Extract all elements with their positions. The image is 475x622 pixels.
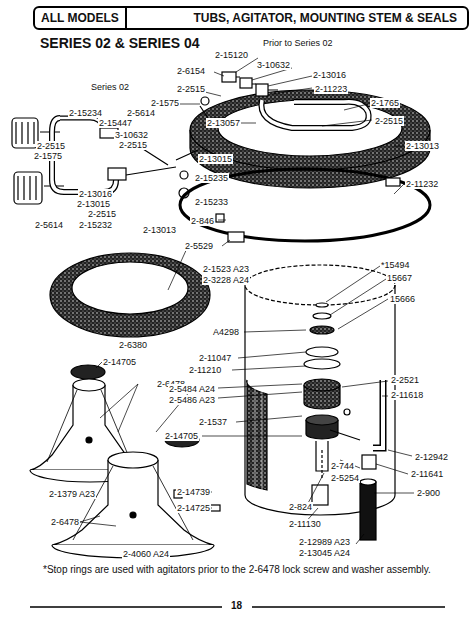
callout-number: A4298 — [212, 327, 240, 337]
callout-number: 2-900 — [416, 488, 441, 498]
callout-number: 2-12942 — [414, 452, 449, 462]
page-number: 18 — [227, 601, 246, 611]
callout-number: 2-13057 — [206, 118, 241, 128]
callout-number: 2-2521 — [390, 375, 420, 385]
callout-number: 2-15232 — [78, 220, 113, 230]
callout-number: 2-12989 A23 — [298, 537, 351, 547]
callout-number: 2-13016 — [78, 189, 113, 199]
callout-number: 2-2515 — [36, 141, 66, 151]
callout-number: 2-2515 — [87, 209, 117, 219]
callout-number: 2-15120 — [214, 50, 249, 60]
page-title: SERIES 02 & SERIES 04 — [40, 35, 200, 51]
callout-number: 2-13015 — [198, 154, 233, 164]
callout-number: 2-15447 — [98, 118, 133, 128]
callout-number: 2-11210 — [188, 365, 222, 375]
callout-number: 2-2515 — [118, 140, 148, 150]
callout-number: 2-14725 — [176, 503, 211, 513]
callout-number: 2-744 — [330, 461, 355, 471]
series-caption: Series 02 — [90, 82, 130, 92]
callout-number: 2-6154 — [176, 66, 206, 76]
callout-number: 2-14739 — [176, 487, 211, 497]
callout-number: 2-5529 — [184, 241, 214, 251]
callout-number: 2-1537 — [198, 417, 228, 427]
callout-number: 2-11047 — [198, 353, 232, 363]
callout-number: 2-3228 A24 — [202, 275, 250, 285]
callout-number: 2-14705 — [102, 357, 137, 367]
callout-number: 15666 — [389, 294, 416, 304]
callout-number: 2-5486 A23 — [168, 395, 216, 405]
callout-number: 2-13016 — [312, 70, 347, 80]
callout-number: 2-11223 — [314, 84, 348, 94]
callout-number: 2-11641 — [410, 469, 444, 479]
callout-number: 2-1379 A23 — [48, 489, 96, 499]
callout-number: 2-11618 — [390, 390, 424, 400]
header-title: TUBS, AGITATOR, MOUNTING STEM & SEALS — [127, 8, 467, 28]
callout-number: 3-10632 — [114, 130, 149, 140]
footnote: *Stop rings are used with agitators prio… — [42, 564, 434, 576]
callout-number: 2-11130 — [288, 519, 322, 529]
callout-number: 2-5614 — [126, 108, 156, 118]
callout-number: 3-10632 — [256, 60, 291, 70]
series-caption: Prior to Series 02 — [262, 38, 334, 48]
callout-number: 2-1575 — [150, 98, 180, 108]
header-tag: ALL MODELS — [35, 8, 127, 28]
callout-number: 2-2515 — [374, 116, 404, 126]
callout-number: 2-1575 — [33, 151, 63, 161]
callout-number: 2-15235 — [194, 173, 229, 183]
callout-number: 2-1765 — [370, 98, 400, 108]
callout-number: 2-5614 — [34, 220, 64, 230]
callout-number: 2-846 — [190, 216, 215, 226]
callout-number: 2-6380 — [118, 340, 148, 350]
callout-number: 2-13045 A24 — [298, 548, 351, 558]
callout-number: 2-14705 — [164, 431, 199, 441]
callout-number: 2-13013 — [142, 225, 177, 235]
callout-number: 2-824 — [288, 502, 313, 512]
callout-number: 2-6478 — [50, 517, 80, 527]
callout-number: *15494 — [380, 260, 411, 270]
callout-number: 15667 — [386, 273, 413, 283]
callout-number: 2-4060 A24 — [122, 549, 170, 559]
callout-number: 2-13013 — [405, 141, 440, 151]
callout-number: 2-13015 — [76, 199, 111, 209]
callout-number: 2-15234 — [68, 108, 103, 118]
callout-number: 2-5484 A24 — [168, 384, 216, 394]
callout-number: 2-15233 — [194, 197, 229, 207]
callout-number: 2-11232 — [405, 179, 439, 189]
callout-number: 2-1523 A23 — [202, 264, 250, 274]
header-box: ALL MODELSTUBS, AGITATOR, MOUNTING STEM … — [33, 6, 469, 30]
callout-number: 2-2515 — [176, 84, 206, 94]
callout-number: 2-5254 — [330, 473, 360, 483]
